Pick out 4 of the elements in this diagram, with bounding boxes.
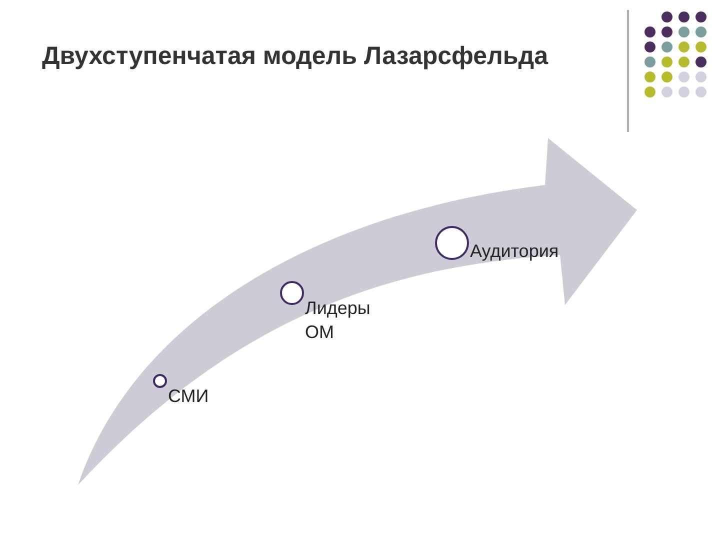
node-caption: СМИ: [168, 385, 210, 408]
node-caption: Лидеры ОМ: [305, 297, 372, 344]
node-caption: Аудитория: [470, 240, 560, 263]
title: Двухступенчатая модель Лазарсфельда: [42, 41, 550, 72]
